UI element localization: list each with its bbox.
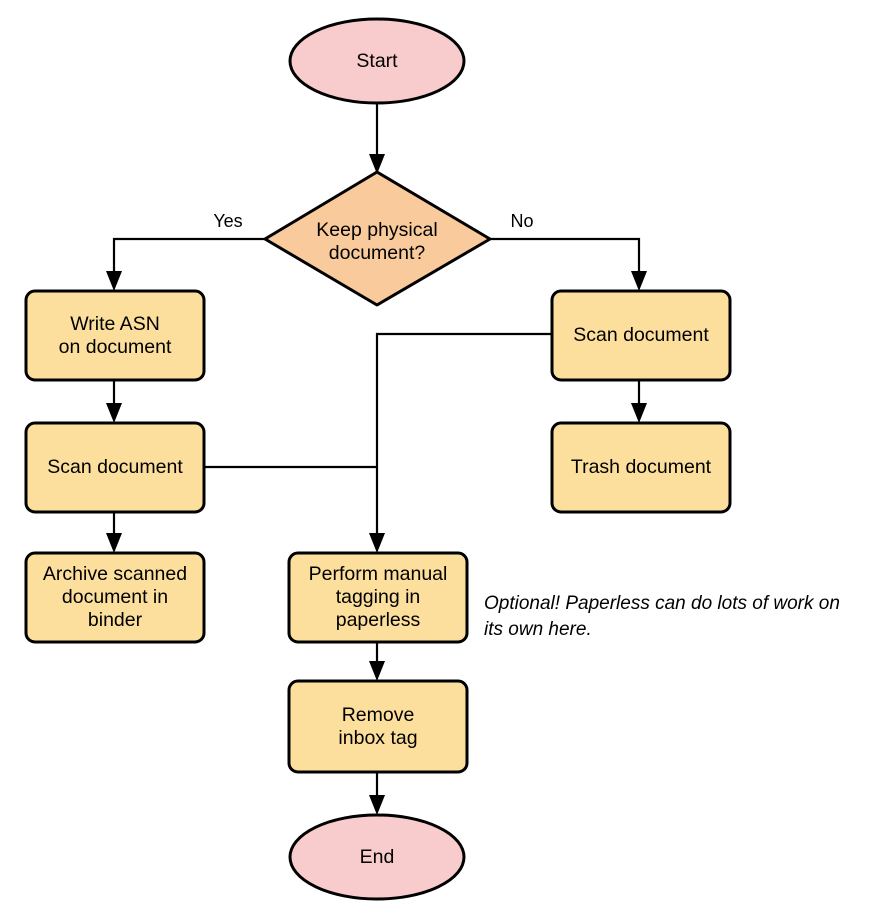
arrowhead-icon [369,533,385,553]
edge-scan-right-to-trash [631,380,647,423]
node-start-label: Start [356,50,398,72]
node-end[interactable]: End [288,813,466,901]
arrowhead-icon [106,403,122,423]
node-archive-label-line1: Archive scanned [43,563,187,585]
edge-tagging-to-remove-inbox [369,643,385,681]
arrowhead-icon [369,661,385,681]
node-remove-inbox-label-line2: inbox tag [338,727,417,749]
trash-document-rect[interactable] [550,421,732,514]
arrowhead-icon [369,154,385,174]
optional-note-line1: Optional! Paperless can do lots of work … [484,593,840,614]
node-write-asn-label-line1: Write ASN [70,313,160,335]
optional-note-line2: its own here. [484,619,592,640]
arrowhead-icon [631,271,647,291]
node-scan-document-right-label: Scan document [573,324,709,346]
node-write-asn[interactable]: Write ASN on document [24,289,206,382]
node-trash-document[interactable]: Trash document [550,421,732,514]
remove-inbox-tag-rect[interactable] [287,679,469,774]
node-end-label: End [360,846,395,868]
node-trash-document-label: Trash document [571,456,712,478]
edge-remove-inbox-to-end [369,772,385,815]
node-decision-label-line2: document? [329,242,426,264]
node-scan-document-left[interactable]: Scan document [24,421,206,514]
arrowhead-icon [106,533,122,553]
edge-write-asn-to-scan-left [106,380,122,423]
node-decision-keep-physical-document[interactable]: Keep physical document? [263,170,492,307]
edge-start-to-decision [369,104,385,174]
node-remove-inbox-tag[interactable]: Remove inbox tag [287,679,469,774]
node-archive-scanned-document[interactable]: Archive scanned document in binder [24,551,206,644]
node-decision-label-line1: Keep physical [316,219,437,241]
node-archive-label-line2: document in [62,586,168,608]
node-archive-label-line3: binder [88,609,143,631]
write-asn-rect[interactable] [24,289,206,382]
node-tagging-label-line2: tagging in [336,586,421,608]
node-tagging-label-line3: paperless [336,609,421,631]
start-ellipse[interactable] [288,17,466,105]
arrowhead-icon [631,403,647,423]
edge-decision-yes-to-write-asn [106,237,265,291]
edge-label-no: No [510,211,533,231]
node-remove-inbox-label-line1: Remove [342,704,415,726]
node-write-asn-label-line2: on document [59,336,172,358]
scan-document-right-rect[interactable] [550,289,732,382]
edge-label-yes: Yes [213,211,242,231]
arrowhead-icon [369,795,385,815]
annotation-optional-note: Optional! Paperless can do lots of work … [484,593,840,640]
tagging-rect[interactable] [287,551,469,644]
scan-document-left-rect[interactable] [24,421,206,514]
edge-scan-right-to-tagging [369,332,552,553]
decision-diamond[interactable] [263,170,492,307]
node-scan-document-right[interactable]: Scan document [550,289,732,382]
archive-rect[interactable] [24,551,206,644]
node-perform-manual-tagging[interactable]: Perform manual tagging in paperless [287,551,469,644]
node-scan-document-left-label: Scan document [47,456,183,478]
edge-scan-left-to-archive [106,512,122,553]
arrowhead-icon [106,271,122,291]
end-ellipse[interactable] [288,813,466,901]
node-start[interactable]: Start [288,17,466,105]
edge-decision-no-to-scan-right [490,237,647,291]
node-tagging-label-line1: Perform manual [309,563,448,585]
